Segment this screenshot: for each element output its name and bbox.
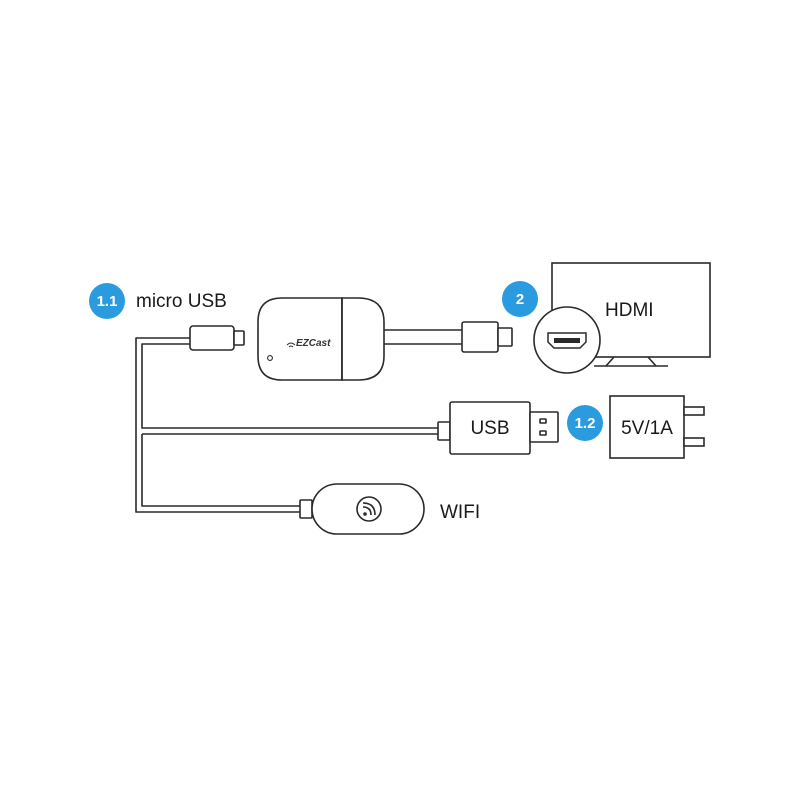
micro-usb-label: micro USB	[136, 291, 227, 312]
micro-usb-connector	[189, 325, 245, 351]
step-number-2: 2	[516, 291, 524, 308]
ezcast-logo-icon	[286, 342, 296, 348]
step-badge-2: 2	[502, 281, 538, 317]
ezcast-dongle: EZCast	[257, 297, 385, 381]
hdmi-label: HDMI	[605, 300, 654, 321]
step-number-1-2: 1.2	[575, 415, 596, 432]
wifi-signal-icon	[356, 496, 382, 522]
hdmi-port-icon	[533, 306, 601, 374]
power-adapter-icon	[609, 395, 705, 459]
step-number-1-1: 1.1	[97, 293, 118, 310]
hdmi-plug	[461, 321, 513, 353]
led-indicator-icon	[267, 355, 273, 361]
usb-plug	[437, 401, 559, 455]
cable-trunk	[135, 337, 438, 513]
device-brand: EZCast	[296, 338, 331, 349]
step-badge-1-1: 1.1	[89, 283, 125, 319]
step-badge-1-2: 1.2	[567, 405, 603, 441]
hdmi-cable	[384, 329, 462, 345]
power-rating-label: 5V/1A	[621, 418, 673, 439]
wifi-antenna-module	[299, 483, 425, 535]
wifi-label: WIFI	[440, 502, 480, 523]
usb-label: USB	[470, 418, 509, 439]
